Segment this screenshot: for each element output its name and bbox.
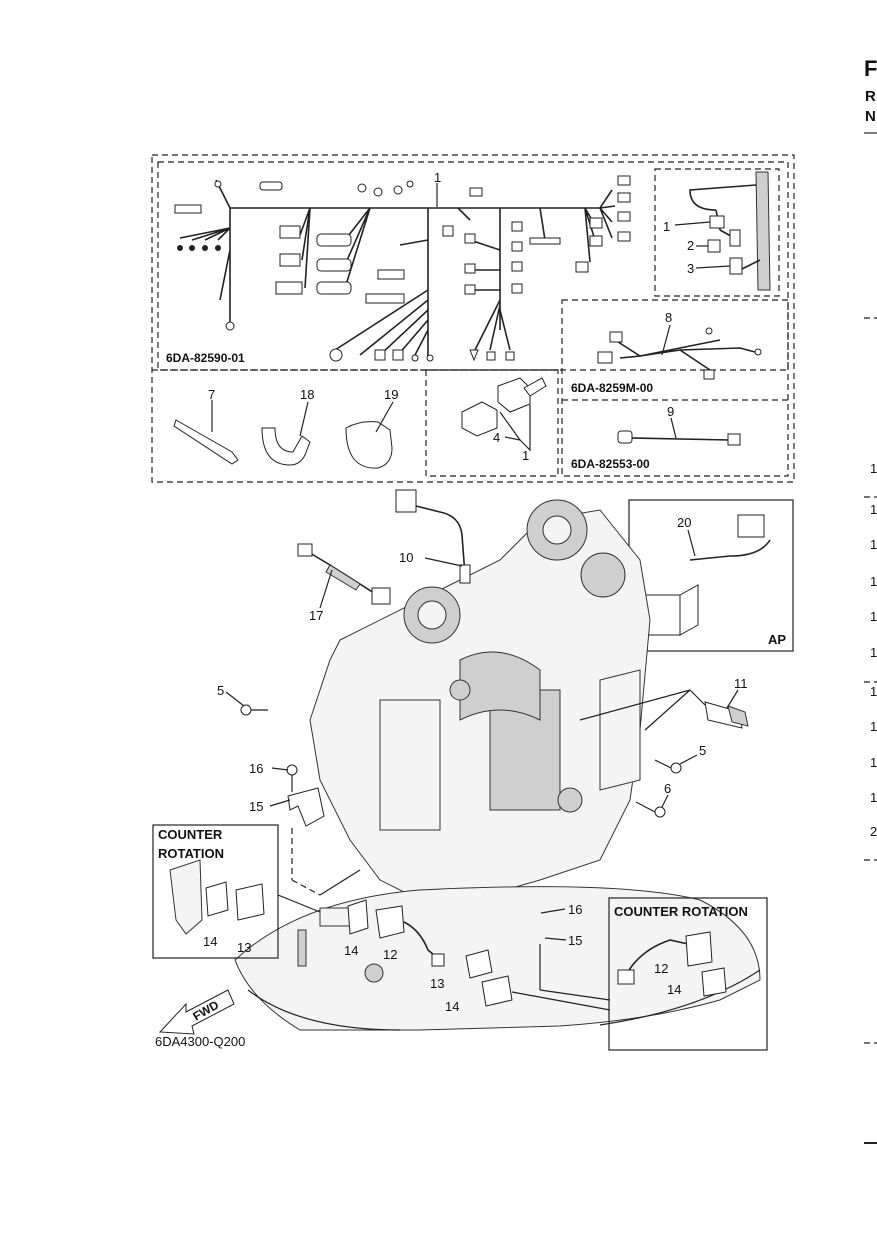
edge-letter-f: F <box>864 56 877 81</box>
sub-harness-inset <box>674 171 771 291</box>
edge-digit: 1 <box>870 574 877 589</box>
edge-digit: 1 <box>870 790 877 805</box>
harness-9 <box>617 430 741 446</box>
callout-16-right: 16 <box>568 902 582 917</box>
harness-8 <box>597 327 762 380</box>
callout-15-left: 15 <box>249 799 263 814</box>
callout-1-top: 1 <box>434 170 441 185</box>
callout-13-bottom: 13 <box>430 976 444 991</box>
callout-12-mid: 12 <box>383 947 397 962</box>
main-wiring-harness <box>174 175 631 362</box>
edge-digit: 1 <box>870 719 877 734</box>
harness-kit-frame <box>151 154 795 483</box>
callout-13-left-box: 13 <box>237 940 251 955</box>
callout-10: 10 <box>399 550 413 565</box>
counter-rotation-left-box <box>152 824 321 959</box>
callout-12-right-box: 12 <box>654 961 668 976</box>
harness-main-code: 6DA-82590-01 <box>166 351 245 365</box>
callout-20: 20 <box>677 515 691 530</box>
callout-4: 4 <box>493 430 500 445</box>
edge-digit: 1 <box>870 755 877 770</box>
callout-9: 9 <box>667 404 674 419</box>
edge-letter-r: R <box>865 88 876 105</box>
edge-digit: 2 <box>870 824 877 839</box>
fwd-arrow <box>158 989 235 1035</box>
figure-code: 6DA4300-Q200 <box>155 1034 245 1049</box>
cable-17 <box>297 543 391 605</box>
edge-ticks <box>864 132 877 1144</box>
callout-5-right: 5 <box>699 743 706 758</box>
callout-1-relay: 1 <box>522 448 529 463</box>
leader-lines <box>211 183 739 941</box>
edge-digit: 1 <box>870 645 877 660</box>
sensor-10 <box>395 489 471 584</box>
callout-14-right-box: 14 <box>667 982 681 997</box>
callout-17: 17 <box>309 608 323 623</box>
harness-lead-code: 6DA-82553-00 <box>571 457 650 471</box>
clamp-parts <box>173 419 393 469</box>
edge-digit: 1 <box>870 502 877 517</box>
callout-numbers: 1 1 2 3 8 7 18 19 4 1 9 20 10 17 11 5 5 … <box>203 170 748 1014</box>
callout-14-left-box: 14 <box>203 934 217 949</box>
callout-18: 18 <box>300 387 314 402</box>
ap-label: AP <box>768 632 786 647</box>
edge-letter-n: N <box>865 108 876 125</box>
callout-7: 7 <box>208 387 215 402</box>
edge-digit: 1 <box>870 609 877 624</box>
counter-rotation-right-box <box>608 897 768 1051</box>
counter-rotation-left-line2: ROTATION <box>158 846 224 861</box>
relay-assembly <box>461 377 547 437</box>
counter-rotation-left-line1: COUNTER <box>158 827 223 842</box>
ap-inset <box>628 499 794 652</box>
callout-16-left: 16 <box>249 761 263 776</box>
callout-14-bottom: 14 <box>445 999 459 1014</box>
callout-14-mid: 14 <box>344 943 358 958</box>
bottom-parts <box>347 899 611 1011</box>
callout-11: 11 <box>734 676 748 691</box>
edge-digit: 1 <box>870 684 877 699</box>
edge-digit: 1 <box>870 537 877 552</box>
callout-5-left: 5 <box>217 683 224 698</box>
edge-digit: 1 <box>870 461 877 476</box>
counter-rotation-right-title: COUNTER ROTATION <box>614 904 748 919</box>
callout-1-inset: 1 <box>663 219 670 234</box>
callout-19: 19 <box>384 387 398 402</box>
harness-sub-code: 6DA-8259M-00 <box>571 381 653 395</box>
callout-8: 8 <box>665 310 672 325</box>
sensor-11 <box>579 689 749 731</box>
callout-3: 3 <box>687 261 694 276</box>
callout-2: 2 <box>687 238 694 253</box>
engine-block <box>309 499 651 901</box>
callout-6: 6 <box>664 781 671 796</box>
callout-15-right: 15 <box>568 933 582 948</box>
